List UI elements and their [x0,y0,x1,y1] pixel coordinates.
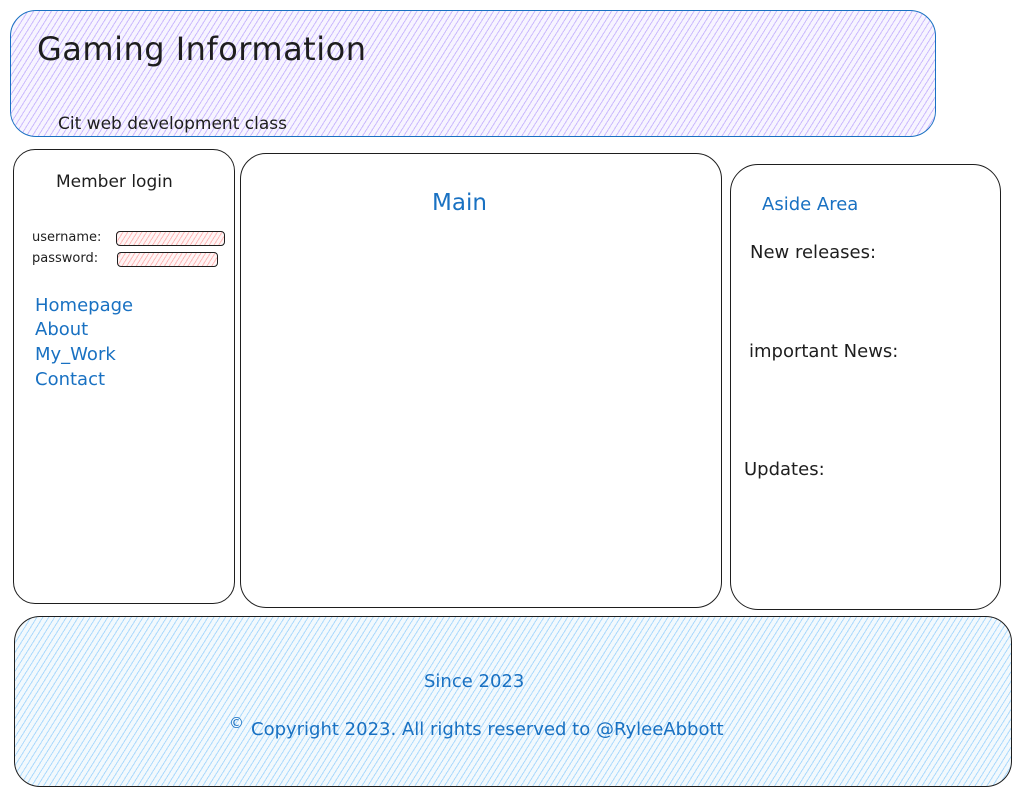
aside-updates: Updates: [744,459,825,480]
footer-box [14,616,1012,787]
username-label: username: [32,230,102,245]
main-box [240,153,722,608]
aside-heading: Aside Area [762,194,859,215]
aside-new-releases: New releases: [750,242,877,263]
aside-box [730,164,1001,610]
member-login-heading: Member login [56,172,173,192]
aside-important-news: important News: [749,341,899,362]
footer-since: Since 2023 [424,671,525,692]
nav-link-my-work[interactable]: My_Work [35,344,116,365]
username-input[interactable] [116,231,225,246]
nav-link-contact[interactable]: Contact [35,369,106,390]
main-heading: Main [432,190,487,216]
copyright-symbol: © [229,714,244,732]
footer-copyright: Copyright 2023. All rights reserved to @… [251,719,724,740]
page-subtitle: Cit web development class [58,114,287,134]
page-title: Gaming Information [37,30,367,68]
nav-link-homepage[interactable]: Homepage [35,295,134,316]
password-label: password: [32,251,99,266]
nav-link-about[interactable]: About [35,319,89,340]
sidebar-box [13,149,235,604]
password-input[interactable] [117,252,218,267]
header-box [10,10,936,137]
